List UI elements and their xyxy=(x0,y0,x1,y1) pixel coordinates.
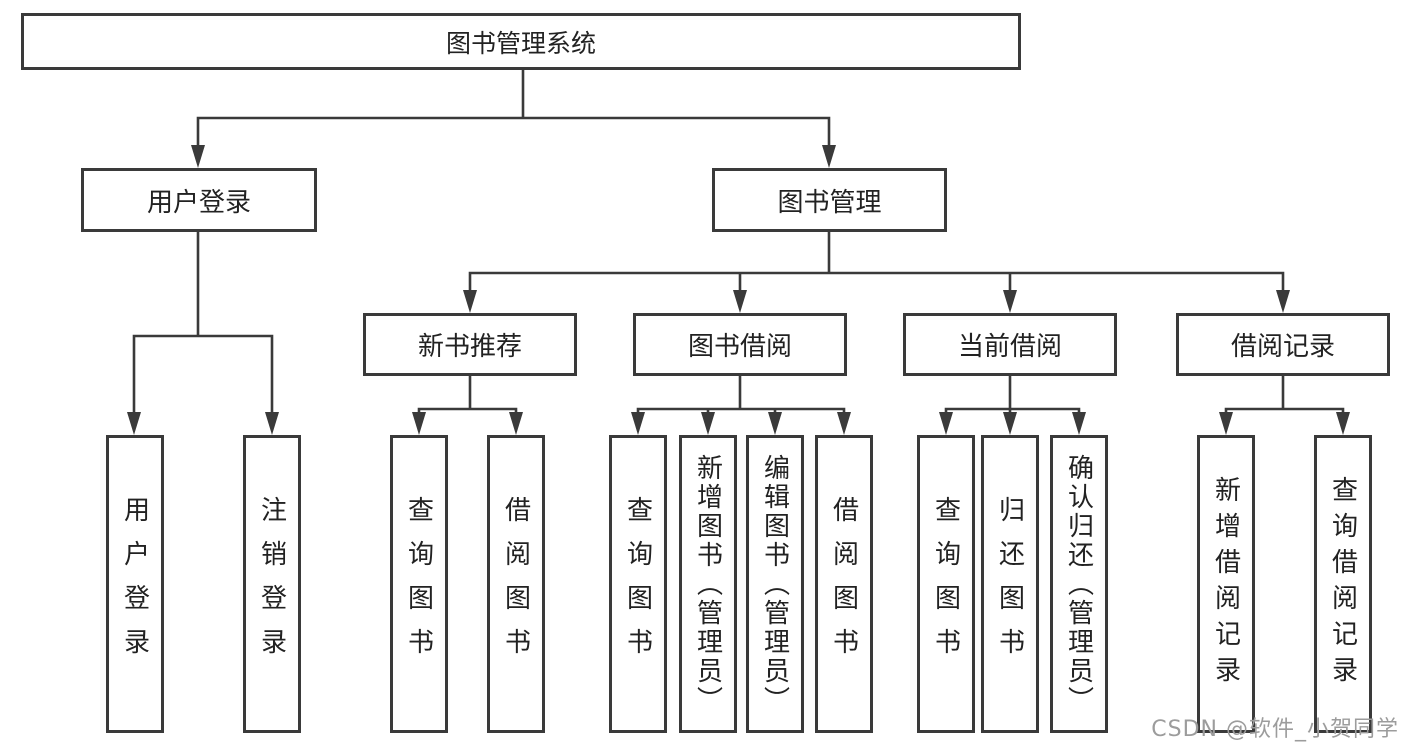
node-new-book-recommend-label: 新书推荐 xyxy=(417,332,522,362)
csdn-watermark: CSDN @软件_小贺同学 xyxy=(1151,717,1399,742)
leaf-borrow-books-2-label: 借阅图书 xyxy=(828,496,859,672)
leaf-confirm-return-admin: 确认归还（管理员） xyxy=(1050,435,1108,733)
node-current-borrowing-label: 当前借阅 xyxy=(957,332,1062,362)
leaf-return-books: 归还图书 xyxy=(981,435,1039,733)
leaf-query-borrow-record-label: 查询借阅记录 xyxy=(1327,476,1358,692)
node-library-system: 图书管理系统 xyxy=(21,13,1021,70)
leaf-borrow-books-2: 借阅图书 xyxy=(815,435,873,733)
node-library-system-label: 图书管理系统 xyxy=(445,28,596,58)
leaf-query-borrow-record: 查询借阅记录 xyxy=(1314,435,1372,733)
node-borrowing-records-label: 借阅记录 xyxy=(1230,332,1335,362)
leaf-logout: 注销登录 xyxy=(243,435,301,733)
leaf-logout-label: 注销登录 xyxy=(256,496,287,672)
leaf-query-books-3-label: 查询图书 xyxy=(930,496,961,672)
leaf-query-books-2: 查询图书 xyxy=(609,435,667,733)
leaf-confirm-return-admin-label: 确认归还（管理员） xyxy=(1063,453,1094,715)
leaf-edit-books-admin-label: 编辑图书（管理员） xyxy=(759,453,790,715)
leaf-borrow-books-1-label: 借阅图书 xyxy=(500,496,531,672)
leaf-add-borrow-record-label: 新增借阅记录 xyxy=(1210,476,1241,692)
leaf-query-books-1-label: 查询图书 xyxy=(403,496,434,672)
node-new-book-recommend: 新书推荐 xyxy=(363,313,577,376)
leaf-query-books-2-label: 查询图书 xyxy=(622,496,653,672)
leaf-query-books-3: 查询图书 xyxy=(917,435,975,733)
node-current-borrowing: 当前借阅 xyxy=(903,313,1117,376)
leaf-borrow-books-1: 借阅图书 xyxy=(487,435,545,733)
node-book-borrowing: 图书借阅 xyxy=(633,313,847,376)
leaf-user-login: 用户登录 xyxy=(106,435,164,733)
leaf-query-books-1: 查询图书 xyxy=(390,435,448,733)
node-book-management: 图书管理 xyxy=(712,168,947,232)
node-book-management-label: 图书管理 xyxy=(777,187,882,218)
leaf-add-books-admin: 新增图书（管理员） xyxy=(679,435,737,733)
node-user-login-label: 用户登录 xyxy=(146,187,251,218)
node-borrowing-records: 借阅记录 xyxy=(1176,313,1390,376)
leaf-add-books-admin-label: 新增图书（管理员） xyxy=(692,453,723,715)
leaf-add-borrow-record: 新增借阅记录 xyxy=(1197,435,1255,733)
node-user-login: 用户登录 xyxy=(81,168,317,232)
leaf-edit-books-admin: 编辑图书（管理员） xyxy=(746,435,804,733)
leaf-return-books-label: 归还图书 xyxy=(994,496,1025,672)
leaf-user-login-label: 用户登录 xyxy=(119,496,150,672)
node-book-borrowing-label: 图书借阅 xyxy=(687,332,792,362)
